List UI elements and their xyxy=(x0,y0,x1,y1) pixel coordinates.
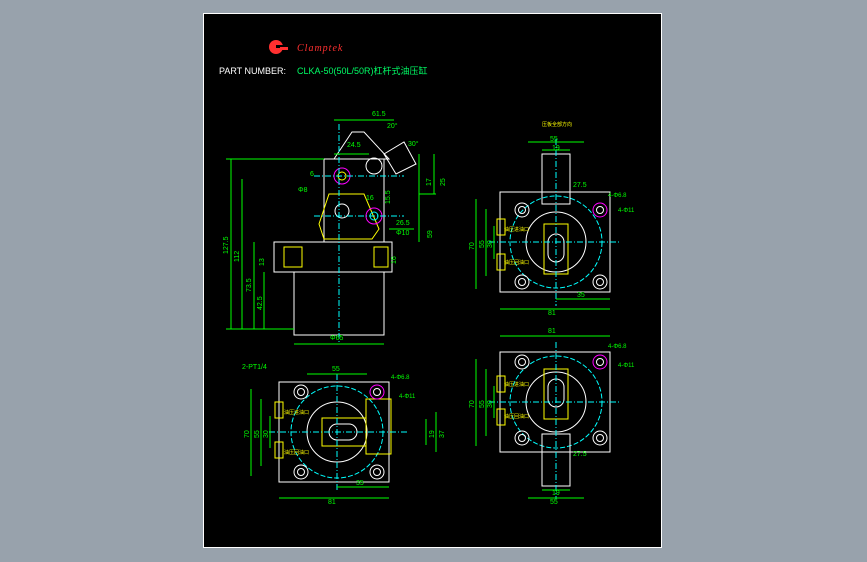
dim-70: 70 xyxy=(244,430,251,438)
dim-61-5: 61.5 xyxy=(372,111,386,118)
dim-26-5: 26.5 xyxy=(396,220,410,227)
view-title: 压板全部方向 xyxy=(542,121,572,128)
dim-112: 112 xyxy=(234,251,241,262)
bottom-right-view: 81 4-Φ6.8 4-Φ11 70 55 30 27.5 19 55 油压进油… xyxy=(469,328,635,506)
dim-35: 35 xyxy=(356,480,364,487)
dim-16b: 16 xyxy=(391,256,398,264)
dim-42-5: 42.5 xyxy=(257,296,264,310)
dim-81: 81 xyxy=(548,310,556,317)
bottom-left-view: 2-PT1/4 55 4-Φ6.8 4-Φ11 70 55 30 19 37 3… xyxy=(242,364,446,506)
dim-15-5: 15.5 xyxy=(385,190,392,204)
dim-81: 81 xyxy=(328,499,336,506)
dim-55v: 55 xyxy=(479,240,486,248)
cad-drawing: Clamptek PART NUMBER: CLKA-50(50L/50R)杠杆… xyxy=(219,40,635,506)
port-in-note: 油压进油口 xyxy=(504,226,529,233)
dim-holes-11: 4-Φ11 xyxy=(618,208,635,214)
part-number-value: CLKA-50(50L/50R)杠杆式油压缸 xyxy=(297,65,428,76)
dim-55: 55 xyxy=(550,136,558,143)
dim-81: 81 xyxy=(548,328,556,335)
side-view: 61.5 20° 30° 24.5 6 Φ8 16 15.5 17 25 26.… xyxy=(223,111,447,345)
dim-holes-11: 4-Φ11 xyxy=(618,363,635,369)
port-out-note: 油压回油口 xyxy=(504,413,529,420)
drawing-sheet: Clamptek PART NUMBER: CLKA-50(50L/50R)杠杆… xyxy=(203,13,662,548)
dim-30: 30 xyxy=(487,400,494,408)
dim-19: 19 xyxy=(429,430,436,438)
dim-24-5: 24.5 xyxy=(347,142,361,149)
dim-phi-8: Φ8 xyxy=(298,187,308,194)
dim-holes-11: 4-Φ11 xyxy=(399,394,416,400)
dim-20deg: 20° xyxy=(387,122,398,130)
dim-27-5: 27.5 xyxy=(573,451,587,458)
dim-phi-10: Φ10 xyxy=(396,230,409,237)
port-in-note: 油压进油口 xyxy=(504,381,529,388)
dim-70: 70 xyxy=(469,242,476,250)
brand-name: Clamptek xyxy=(297,43,343,54)
dim-30deg: 30° xyxy=(408,140,419,148)
part-number-label: PART NUMBER: xyxy=(219,66,286,76)
dim-55: 55 xyxy=(550,499,558,506)
dim-35: 35 xyxy=(577,292,585,299)
dim-27-5: 27.5 xyxy=(573,182,587,189)
dim-holes-6-8: 4-Φ6.8 xyxy=(608,193,627,199)
dim-19: 19 xyxy=(552,145,560,152)
dim-70: 70 xyxy=(469,400,476,408)
dim-pt-1-4: 2-PT1/4 xyxy=(242,364,267,371)
top-right-view: 压板全部方向 55 19 27.5 4-Φ6.8 4-Φ11 xyxy=(469,121,635,317)
dim-25: 25 xyxy=(440,178,447,186)
dim-19: 19 xyxy=(552,490,560,497)
port-out-note: 油压回油口 xyxy=(504,259,529,266)
dim-55: 55 xyxy=(332,366,340,373)
dim-16: 16 xyxy=(366,195,374,202)
dim-73-5: 73.5 xyxy=(246,278,253,292)
dim-37: 37 xyxy=(439,430,446,438)
dim-55v: 55 xyxy=(254,430,261,438)
dim-holes-6-8: 4-Φ6.8 xyxy=(391,375,410,381)
dim-6: 6 xyxy=(310,171,314,178)
port-in-note: 油压进油口 xyxy=(284,409,309,416)
dim-30: 30 xyxy=(263,430,270,438)
dim-holes-6-8: 4-Φ6.8 xyxy=(608,344,627,350)
dim-55v: 55 xyxy=(479,400,486,408)
dim-17: 17 xyxy=(426,178,433,186)
port-out-note: 油压回油口 xyxy=(284,449,309,456)
dim-59: 59 xyxy=(427,230,434,238)
dim-127-5: 127.5 xyxy=(223,236,230,254)
dim-30: 30 xyxy=(487,240,494,248)
dim-phi-65: Φ65 xyxy=(330,335,343,342)
brand-logo: Clamptek xyxy=(269,40,343,54)
dim-13: 13 xyxy=(259,258,266,266)
